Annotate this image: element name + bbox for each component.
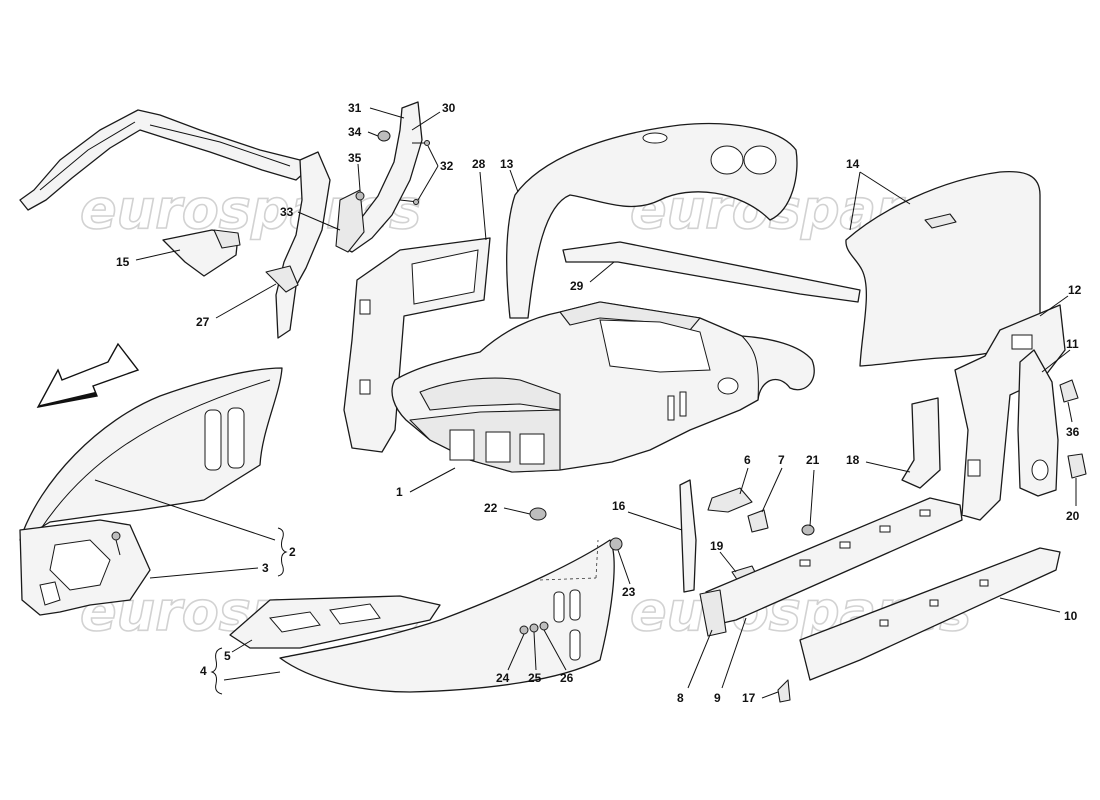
part-28-door-frame [343,237,491,453]
part-18-pillar-cover [901,397,941,489]
callout-24: 24 [496,671,510,685]
callouts: 1 2 3 4 5 6 7 8 9 10 11 12 [94,101,1082,705]
part-13-rear-arch [506,122,798,319]
callout-23: 23 [622,585,636,599]
callout-33: 33 [280,205,294,219]
callout-6: 6 [744,453,751,467]
callout-20: 20 [1066,509,1080,523]
callout-28: 28 [472,157,486,171]
callout-29: 29 [570,279,584,293]
part-35-clip [355,191,365,201]
callout-18: 18 [846,453,860,467]
part-27-a-pillar-lower [265,151,331,339]
part-7-bracket [747,509,769,533]
callout-15: 15 [116,255,130,269]
part-23-latch [609,537,623,551]
callout-17: 17 [742,691,756,705]
callout-14: 14 [846,157,860,171]
part-8-sill-end [699,589,727,637]
part-34-grommet [377,130,391,142]
part-25-grommet [529,623,539,633]
part-21-plug [801,524,815,536]
callout-8: 8 [677,691,684,705]
callout-34: 34 [348,125,362,139]
callout-16: 16 [612,499,626,513]
part-22-bump-stop [529,507,547,521]
part-5-front-floor-panel [229,595,441,649]
part-30-pillar-trim [335,101,423,253]
callout-5: 5 [224,649,231,663]
callout-27: 27 [196,315,210,329]
hardware-cluster [355,130,430,205]
callout-7: 7 [778,453,785,467]
part-15-bracket [162,229,241,277]
callout-19: 19 [710,539,724,553]
callout-10: 10 [1064,609,1078,623]
callout-4: 4 [200,664,207,678]
callout-2: 2 [289,545,296,559]
callout-1: 1 [396,485,403,499]
callout-22: 22 [484,501,498,515]
callout-11: 11 [1066,337,1079,351]
part-6-bracket [707,487,753,513]
part-3-front-frame [19,519,151,616]
part-17-trim-end [777,679,791,703]
callout-21: 21 [806,453,820,467]
part-4-front-bonnet [279,537,623,693]
callout-35: 35 [348,151,362,165]
part-11-b-pillar-reinforcement [1017,349,1059,497]
callout-31: 31 [348,101,362,115]
part-24-grommet [519,625,529,635]
front-direction-arrow-icon [36,342,140,408]
callout-3: 3 [262,561,269,575]
part-1-body-shell [391,301,815,473]
callout-30: 30 [442,101,456,115]
callout-12: 12 [1068,283,1082,297]
callout-26: 26 [560,671,574,685]
part-20-cap [1067,453,1087,479]
part-10-outer-sill [799,547,1061,681]
callout-32: 32 [440,159,454,173]
part-36-cap [1059,379,1079,403]
callout-36: 36 [1066,425,1080,439]
callout-9: 9 [714,691,721,705]
part-14-rear-quarter [845,170,1041,367]
callout-13: 13 [500,157,514,171]
part-29-rear-rail [562,241,861,303]
part-2-front-fender [19,367,283,541]
part-16-bracket [679,479,697,593]
callout-25: 25 [528,671,542,685]
part-26-grommet [539,621,549,631]
